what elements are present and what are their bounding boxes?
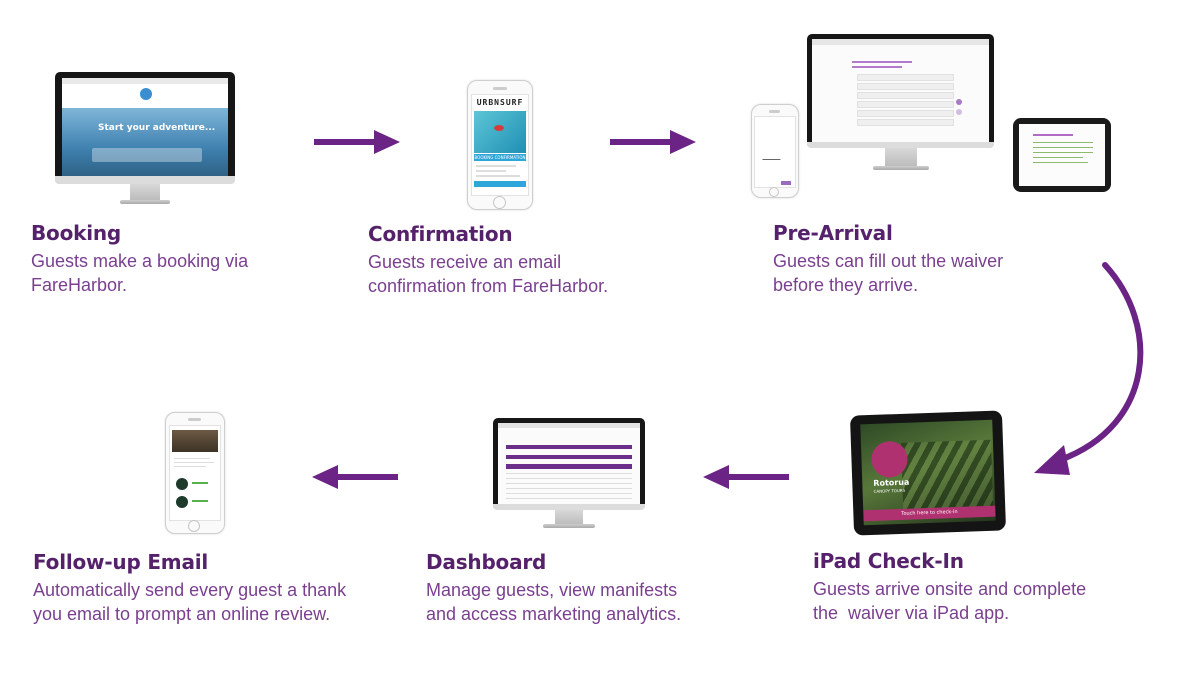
follow-up-phone bbox=[165, 412, 225, 534]
review-badge-icon bbox=[176, 478, 188, 490]
confirmation-phone: URBNSURF BOOKING CONFIRMATION bbox=[467, 80, 533, 210]
step-desc-dashboard-line1: Manage guests, view manifests bbox=[426, 580, 678, 600]
site-logo-icon bbox=[140, 88, 152, 100]
confirmation-email-screen: URBNSURF BOOKING CONFIRMATION bbox=[471, 94, 529, 196]
step-desc-follow-up-email-line2: you email to prompt an online review. bbox=[33, 604, 331, 624]
step-title-ipad-check-in: iPad Check-In bbox=[813, 549, 964, 573]
step-title-confirmation: Confirmation bbox=[368, 222, 513, 246]
confirmation-banner: BOOKING CONFIRMATION bbox=[474, 154, 526, 161]
ipad-check-in-button[interactable]: Touch here to check-in bbox=[863, 505, 996, 522]
step-desc-booking-line2: FareHarbor. bbox=[31, 275, 128, 295]
arrow-left-icon bbox=[703, 465, 789, 489]
arrow-left-icon bbox=[312, 465, 398, 489]
step-desc-ipad-check-in-line1: Guests arrive onsite and complete bbox=[813, 579, 1087, 599]
step-desc-pre-arrival-line1: Guests can fill out the waiver bbox=[773, 251, 1004, 271]
step-desc-confirmation-line2: confirmation from FareHarbor. bbox=[368, 276, 609, 296]
arrow-right-icon bbox=[314, 130, 400, 154]
pre-arrival-phone bbox=[751, 104, 799, 198]
booking-monitor: Start your adventure... bbox=[55, 72, 235, 212]
step-title-dashboard: Dashboard bbox=[426, 550, 547, 574]
booking-website-screen: Start your adventure... bbox=[62, 78, 228, 178]
dashboard-screen bbox=[498, 423, 640, 505]
curved-arrow-icon bbox=[1034, 262, 1144, 475]
confirmation-brand-text: URBNSURF bbox=[476, 98, 524, 107]
review-badge-icon bbox=[176, 496, 188, 508]
ipad-device: Rotorua CANOPY TOURS Touch here to check… bbox=[849, 410, 1007, 536]
dashboard-monitor bbox=[493, 418, 645, 536]
pre-arrival-monitor bbox=[807, 34, 994, 179]
surfer-icon bbox=[494, 125, 504, 131]
pre-arrival-tablet bbox=[1013, 118, 1111, 192]
arrow-right-icon bbox=[610, 130, 696, 154]
step-desc-dashboard-line2: and access marketing analytics. bbox=[426, 604, 682, 624]
step-title-follow-up-email: Follow-up Email bbox=[33, 550, 209, 574]
step-desc-pre-arrival-line2: before they arrive. bbox=[773, 275, 919, 295]
signature-icon bbox=[762, 145, 786, 160]
ipad-logo-line2: CANOPY TOURS bbox=[873, 487, 906, 494]
step-title-booking: Booking bbox=[31, 221, 122, 245]
step-desc-follow-up-email-line1: Automatically send every guest a thank bbox=[33, 580, 347, 600]
waiver-form-screen bbox=[812, 39, 989, 142]
step-desc-confirmation-line1: Guests receive an email bbox=[368, 252, 562, 272]
step-title-pre-arrival: Pre-Arrival bbox=[773, 221, 893, 245]
follow-up-email-screen bbox=[169, 425, 221, 521]
step-desc-booking-line1: Guests make a booking via bbox=[31, 251, 249, 271]
step-desc-ipad-check-in-line2: the waiver via iPad app. bbox=[813, 603, 1010, 623]
booking-hero-text: Start your adventure... bbox=[98, 123, 216, 133]
ipad-checkin-screen: Rotorua CANOPY TOURS Touch here to check… bbox=[860, 419, 996, 526]
ipad-logo-line1: Rotorua bbox=[873, 477, 910, 488]
